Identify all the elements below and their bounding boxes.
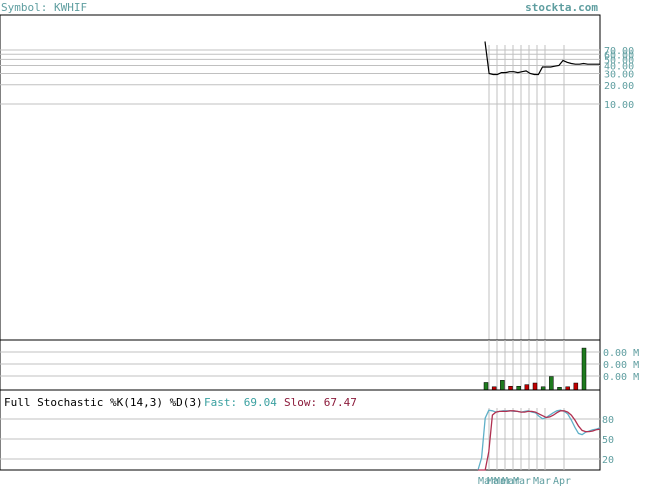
price-tick-label: 40.00 <box>604 62 634 73</box>
x-axis-label: Apr <box>553 476 571 486</box>
stochastic-slow-line <box>478 410 601 471</box>
stochastic-axis-labels: 80 50 20 <box>602 415 614 466</box>
volume-bar <box>516 385 521 391</box>
volume-bar <box>581 347 587 391</box>
volume-bar <box>500 380 505 391</box>
x-axis-label: Mar <box>533 476 551 486</box>
x-axis-label: Mar <box>478 476 496 486</box>
price-tick-label: 60.00 <box>604 50 634 61</box>
volume-bar <box>524 384 530 391</box>
volume-bar <box>532 382 538 391</box>
symbol-label: Symbol: KWHIF <box>1 1 87 14</box>
price-tick-label: 70.00 <box>604 46 634 57</box>
volume-bar <box>573 382 579 391</box>
volume-tick-label: 0.00 M <box>603 348 639 359</box>
volume-grid <box>0 340 600 390</box>
x-axis-label: Mar <box>494 476 512 486</box>
price-tick-label: 50.00 <box>604 55 634 66</box>
stochastic-tick-label: 20 <box>602 455 614 466</box>
stochastic-title: Full Stochastic %K(14,3) %D(3) <box>4 396 203 409</box>
stochastic-panel: 80 50 20 Full Stochastic %K(14,3) %D(3) Fa… <box>0 389 614 486</box>
stochastic-panel-frame <box>0 389 601 471</box>
price-series-line <box>484 41 600 76</box>
price-tick-label: 30.00 <box>604 70 634 81</box>
price-tick-label: 10.00 <box>604 100 634 111</box>
x-axis-label: Mar <box>487 476 505 486</box>
price-grid <box>0 45 600 340</box>
stochastic-tick-label: 50 <box>602 435 614 446</box>
volume-axis-labels: 0.00 M0.00 M0.00 M <box>603 348 639 383</box>
volume-tick-label: 0.00 M <box>603 360 639 371</box>
stochastic-tick-label: 80 <box>602 415 614 426</box>
volume-bar <box>483 382 489 391</box>
stochastic-fast-label: Fast: 69.04 <box>204 396 277 409</box>
price-tick-label: 20.00 <box>604 81 634 92</box>
volume-bar <box>508 385 513 391</box>
x-axis-label: Mar <box>502 476 520 486</box>
volume-tick-label: 0.00 M <box>603 372 639 383</box>
site-label: stockta.com <box>525 1 598 14</box>
volume-bar <box>549 376 554 391</box>
stochastic-slow-label: Slow: 67.47 <box>284 396 357 409</box>
x-axis-label: Mar <box>513 476 531 486</box>
